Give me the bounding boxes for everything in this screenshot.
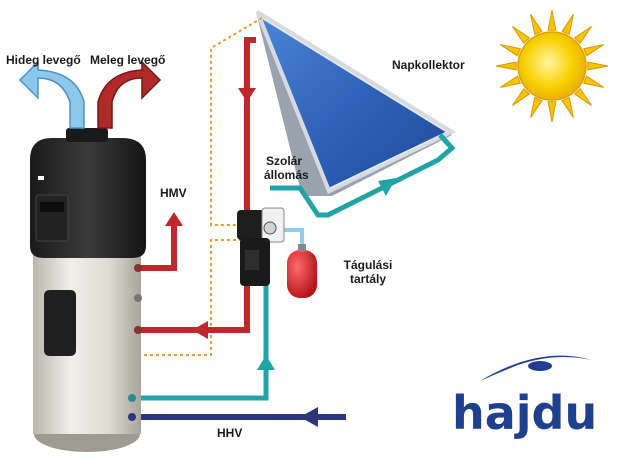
solar-station-label-line1: Szolár: [265, 154, 302, 168]
solar-arrow-up: [257, 355, 275, 370]
cold-air-arrow: [18, 60, 85, 129]
sun-ray: [547, 101, 557, 123]
collector-label: Napkollektor: [392, 58, 465, 72]
solar-loop-pipes: [132, 133, 456, 401]
sun-ray: [561, 96, 574, 118]
cold-water-arrow-left: [300, 407, 318, 427]
sun-ray: [530, 14, 543, 36]
cold-water-label: HHV: [217, 426, 243, 440]
hajdu-logo-swoosh: [480, 352, 592, 381]
sun-ray: [495, 61, 517, 71]
hot-return-arrow-left: [192, 321, 208, 339]
sun-ray: [500, 44, 522, 57]
sun-ray: [547, 9, 557, 31]
solar-collector: [256, 10, 456, 196]
sun-ray: [573, 87, 593, 107]
heat-pump-water-heater: [30, 128, 146, 452]
sun-ray: [530, 96, 543, 118]
solar-arrow-right: [378, 178, 396, 196]
solar-station-label: Szolár állomás: [264, 154, 309, 182]
warm-air-label: Meleg levegő: [90, 53, 166, 67]
expansion-line: [282, 228, 304, 250]
expansion-tank-label-line2: tartály: [349, 272, 387, 286]
expansion-tank-label: Tágulási tartály: [338, 258, 398, 286]
hot-arrow-down: [238, 88, 256, 102]
warm-air-arrow: [97, 60, 162, 129]
sun-ray: [561, 14, 574, 36]
sun-ray: [511, 87, 531, 107]
sun-ray: [582, 75, 604, 88]
expansion-tank-label-line1: Tágulási: [343, 258, 393, 272]
expansion-tank: [287, 244, 317, 298]
sun-ray: [582, 44, 604, 57]
solar-station-label-line2: állomás: [264, 168, 309, 182]
sun-ray: [511, 25, 531, 45]
sun-ray: [500, 75, 522, 88]
hot-water-label: HMV: [160, 186, 187, 200]
sun-ray: [573, 25, 593, 45]
sun-ray: [587, 61, 609, 71]
cold-air-label: Hideg levegő: [6, 53, 81, 67]
sun-icon: [495, 9, 609, 123]
hajdu-logo-text: hajdu: [452, 386, 598, 440]
hmv-arrow-up: [165, 212, 183, 226]
solar-station: [237, 207, 285, 286]
